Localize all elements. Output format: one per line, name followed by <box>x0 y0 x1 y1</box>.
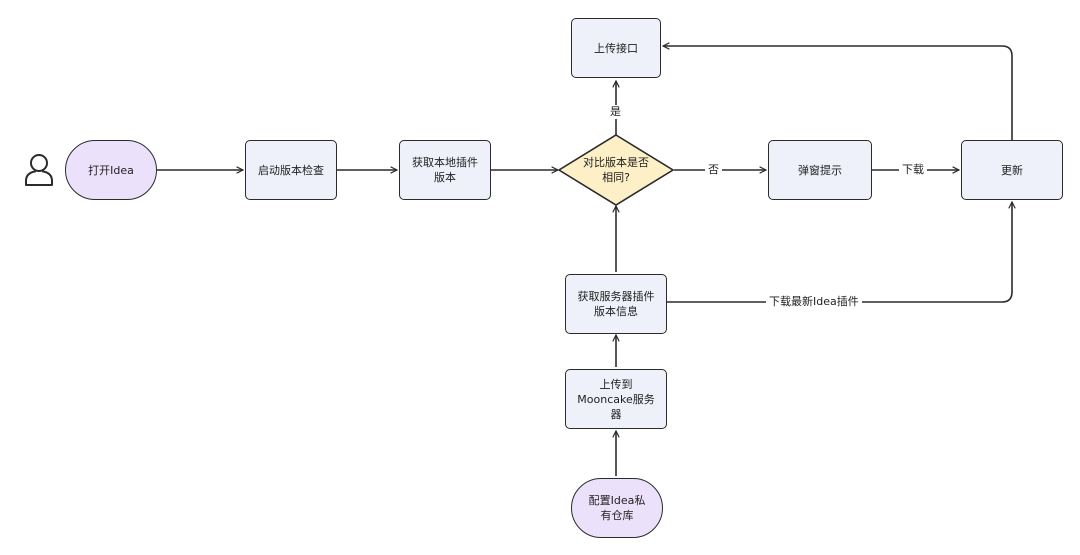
edge-label-download-latest: 下载最新Idea插件 <box>766 295 862 309</box>
node-compare-label: 对比版本是否相同? <box>583 156 649 184</box>
node-upload-server: 上传到Mooncake服务器 <box>565 369 667 429</box>
node-start-check: 启动版本检查 <box>245 140 337 200</box>
edge-label-download: 下载 <box>899 163 927 177</box>
node-upload-api: 上传接口 <box>571 18 661 78</box>
node-open-idea: 打开Idea <box>65 140 157 200</box>
decision-diamond <box>557 134 675 206</box>
node-update: 更新 <box>961 140 1063 200</box>
node-popup-hint: 弹窗提示 <box>768 140 872 200</box>
edge-update-to-upload <box>663 46 1013 140</box>
node-get-local-version: 获取本地插件版本 <box>399 140 491 200</box>
node-get-server-version: 获取服务器插件版本信息 <box>565 274 667 334</box>
edge-label-no: 否 <box>705 163 722 177</box>
edge-server-to-update <box>667 202 1012 303</box>
user-icon <box>25 154 53 186</box>
node-config-repo: 配置Idea私有仓库 <box>571 478 663 538</box>
edge-label-yes: 是 <box>607 105 624 119</box>
